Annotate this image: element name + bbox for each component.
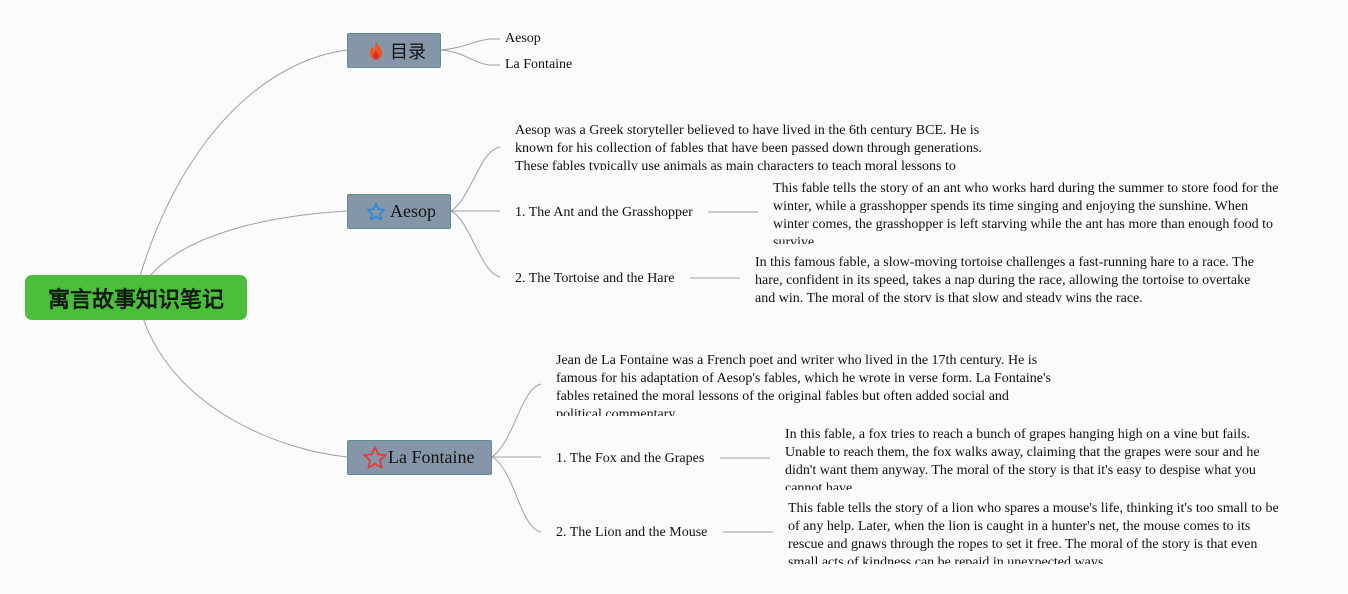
aesop-fable-2-summary: In this famous fable, a slow-moving tort… bbox=[755, 255, 1254, 302]
link-root-aesop bbox=[149, 210, 348, 277]
link-aesop-fable2 bbox=[450, 210, 501, 278]
link-toc-aesop bbox=[440, 38, 500, 51]
lafontaine-fable-2-title[interactable]: 2. The Lion and the Mouse bbox=[556, 525, 708, 540]
root-topic[interactable]: 寓言故事知识笔记 bbox=[25, 275, 247, 320]
link-root-lafontaine bbox=[142, 317, 348, 458]
topic-toc[interactable]: 目录 bbox=[347, 33, 441, 68]
lafontaine-fable-2-summary: This fable tells the story of a lion who… bbox=[788, 501, 1279, 564]
star-outline-icon bbox=[366, 202, 386, 222]
lafontaine-fable-1-summary: In this fable, a fox tries to reach a bu… bbox=[785, 427, 1260, 490]
link-lf-fable2 bbox=[491, 456, 542, 533]
link-toc-lafontaine bbox=[440, 49, 500, 66]
link-aesop-intro bbox=[450, 146, 501, 212]
topic-lafontaine[interactable]: La Fontaine bbox=[347, 440, 492, 475]
link-root-toc bbox=[139, 49, 348, 277]
topic-lafontaine-label: La Fontaine bbox=[388, 447, 475, 467]
fire-icon bbox=[366, 41, 386, 61]
topic-toc-label: 目录 bbox=[390, 41, 426, 63]
link-lf-intro bbox=[491, 383, 542, 458]
aesop-fable-2-title[interactable]: 2. The Tortoise and the Hare bbox=[515, 271, 675, 286]
topic-aesop[interactable]: Aesop bbox=[347, 194, 451, 229]
aesop-fable-1-title[interactable]: 1. The Ant and the Grasshopper bbox=[515, 205, 693, 220]
lafontaine-intro: Jean de La Fontaine was a French poet an… bbox=[556, 353, 1051, 416]
aesop-intro: Aesop was a Greek storyteller believed t… bbox=[515, 123, 982, 170]
toc-item-lafontaine[interactable]: La Fontaine bbox=[505, 57, 573, 72]
star-outline-icon bbox=[362, 445, 388, 471]
lafontaine-fable-1-title[interactable]: 1. The Fox and the Grapes bbox=[556, 451, 705, 466]
aesop-fable-1-summary: This fable tells the story of an ant who… bbox=[773, 181, 1279, 244]
toc-item-aesop[interactable]: Aesop bbox=[505, 31, 541, 46]
topic-aesop-label: Aesop bbox=[390, 201, 436, 221]
root-title: 寓言故事知识笔记 bbox=[47, 287, 224, 313]
